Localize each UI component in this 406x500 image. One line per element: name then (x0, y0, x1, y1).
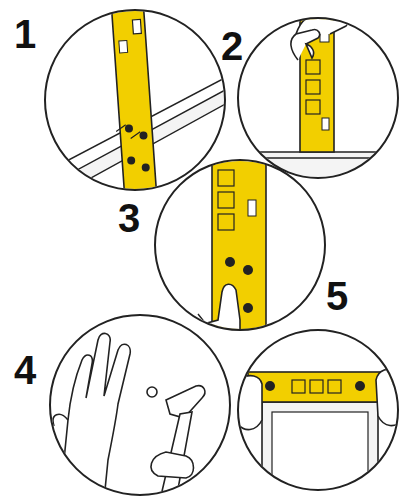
frame-line (230, 152, 406, 158)
knuckle (186, 314, 206, 326)
level-tool (107, 0, 157, 201)
hand (60, 333, 130, 500)
step-circle (238, 330, 398, 490)
thumb (53, 414, 68, 426)
picture-frame (262, 402, 378, 500)
step-circle (238, 18, 398, 178)
step-five-scene (238, 369, 402, 500)
hammer (151, 386, 205, 500)
wrist (314, 0, 360, 14)
step-four-scene (53, 333, 205, 500)
callout-number: 5 (326, 276, 348, 316)
step-circle (45, 10, 225, 190)
callout-number: 4 (14, 350, 36, 390)
picture (272, 412, 368, 500)
callout-number: 3 (118, 198, 140, 238)
nail (147, 387, 157, 397)
step-circle (50, 315, 230, 495)
level-tool (248, 372, 392, 402)
callout-number: 2 (221, 26, 243, 66)
callout-number: 1 (14, 14, 36, 54)
step-one-scene (40, 0, 240, 206)
gripping-hand (151, 452, 193, 478)
step-circle (155, 160, 325, 330)
